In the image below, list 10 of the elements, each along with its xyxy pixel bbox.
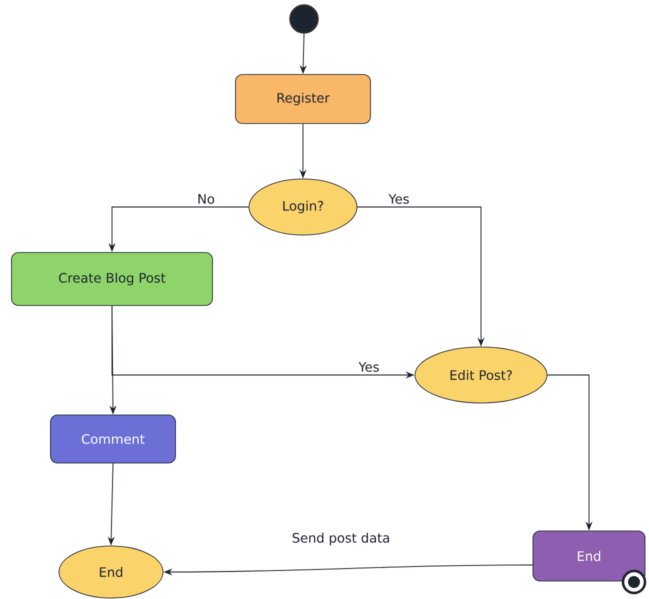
edge-label: Yes [358, 361, 380, 373]
edge-label: No [196, 193, 216, 205]
process-box: Comment [50, 414, 176, 464]
end-box: End [532, 530, 646, 582]
process-box: Register [235, 74, 371, 124]
process-box: Create Blog Post [11, 252, 213, 306]
start-circle [289, 4, 319, 34]
edge-label: Yes [388, 193, 410, 205]
final-state-circle [622, 570, 646, 594]
edge-label: Send post data [290, 532, 392, 546]
